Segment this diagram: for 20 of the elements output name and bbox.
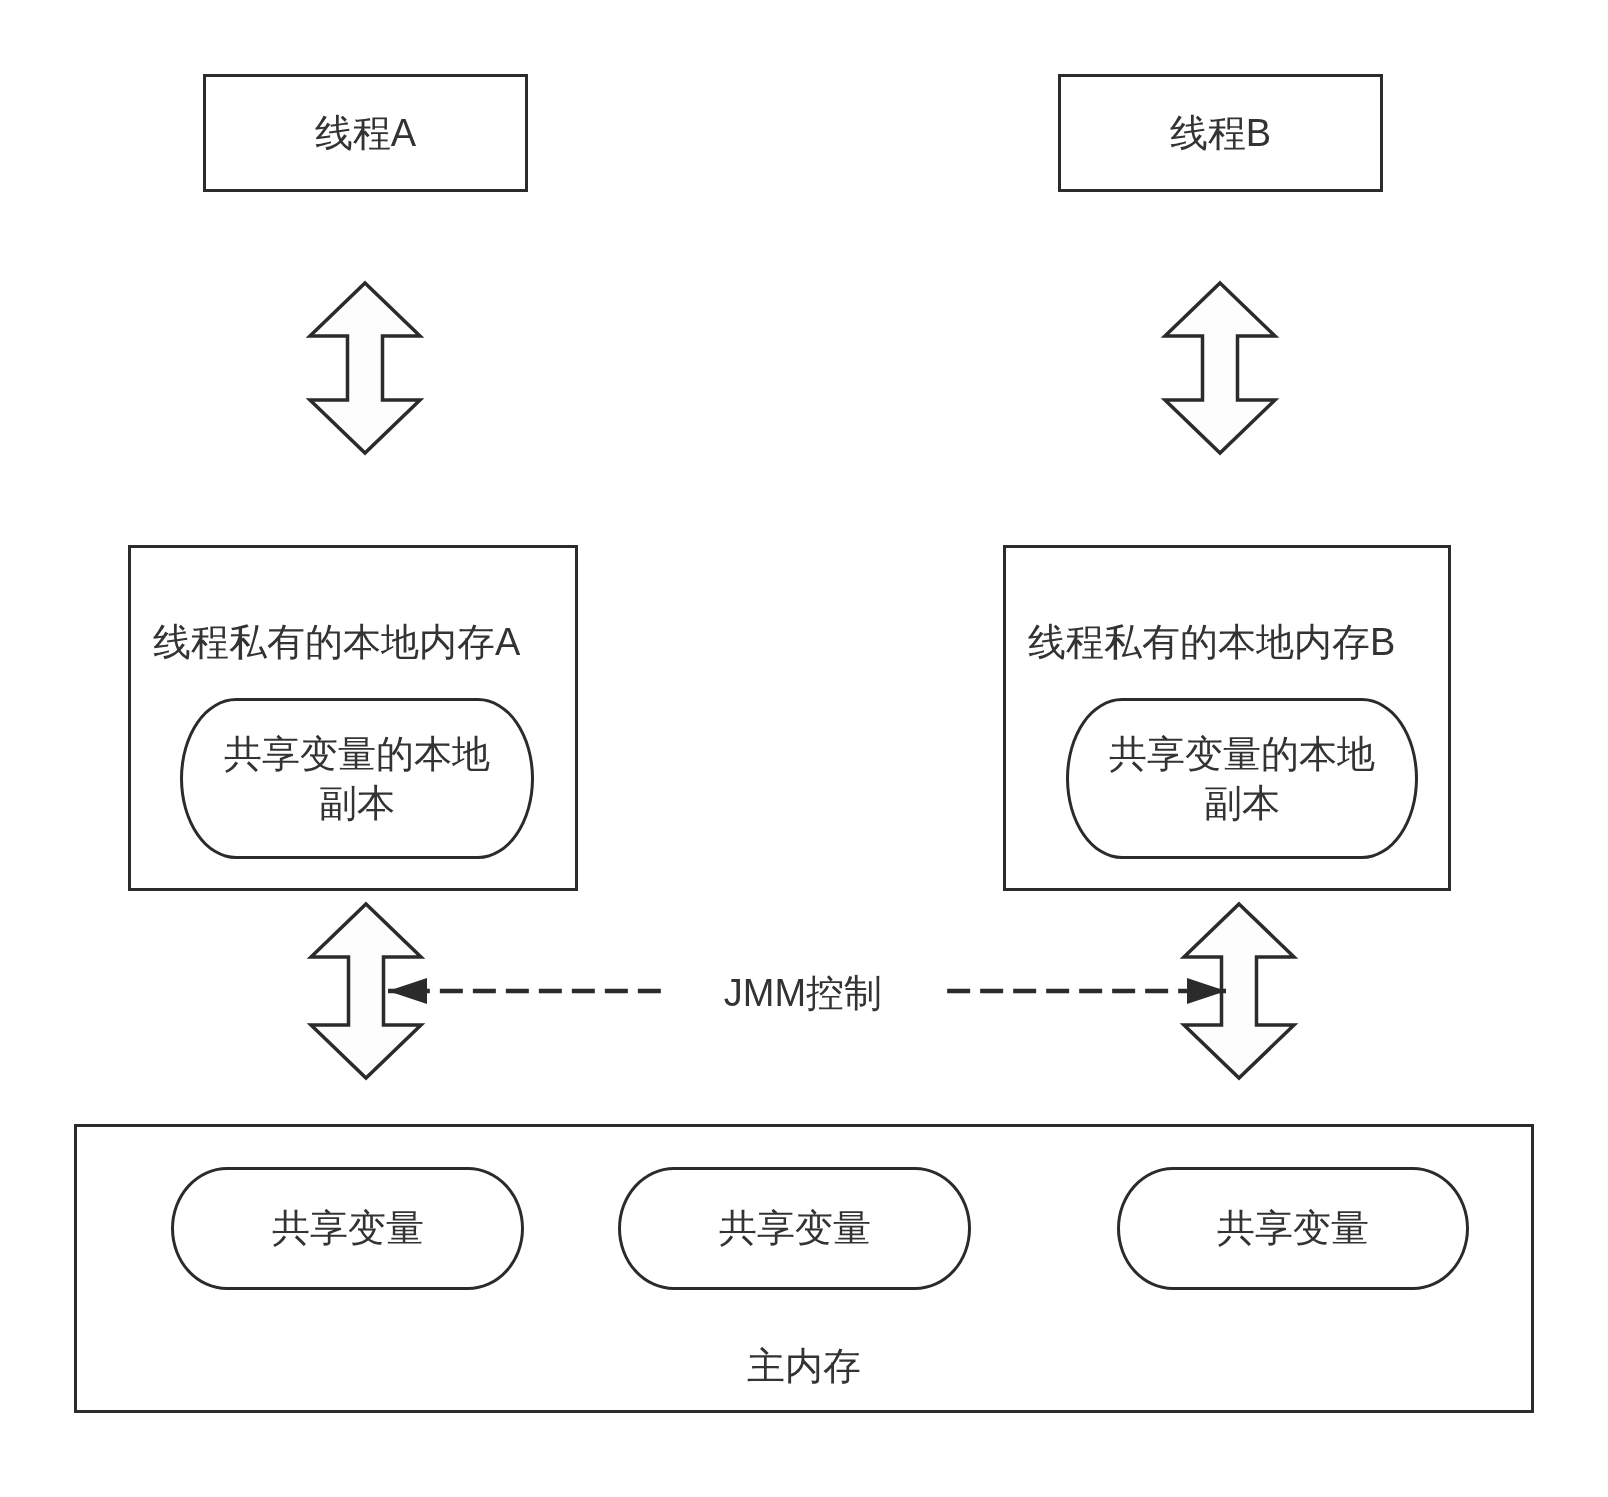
memory-box <box>74 1124 1534 1413</box>
rounded-box: 共享变量 <box>171 1167 524 1290</box>
thread-box: 线程B <box>1058 74 1383 192</box>
double-arrow <box>1179 901 1299 1081</box>
box-title: 线程私有的本地内存B <box>1028 620 1396 665</box>
label-text: JMM控制 <box>723 970 883 1016</box>
memory-box <box>1003 545 1451 891</box>
rounded-box: 共享变量的本地副本 <box>1066 698 1418 859</box>
memory-box <box>128 545 578 891</box>
thread-box: 线程A <box>203 74 528 192</box>
rounded-box: 共享变量 <box>1117 1167 1469 1290</box>
double-arrow <box>305 280 425 456</box>
box-label: 主内存 <box>747 1344 861 1389</box>
dashed-arrow <box>947 978 1226 1004</box>
double-arrow <box>1160 280 1280 456</box>
rounded-box: 共享变量 <box>618 1167 971 1290</box>
dashed-arrow <box>388 978 661 1004</box>
box-title: 线程私有的本地内存A <box>153 620 521 665</box>
rounded-box: 共享变量的本地副本 <box>180 698 534 859</box>
double-arrow <box>306 901 426 1081</box>
